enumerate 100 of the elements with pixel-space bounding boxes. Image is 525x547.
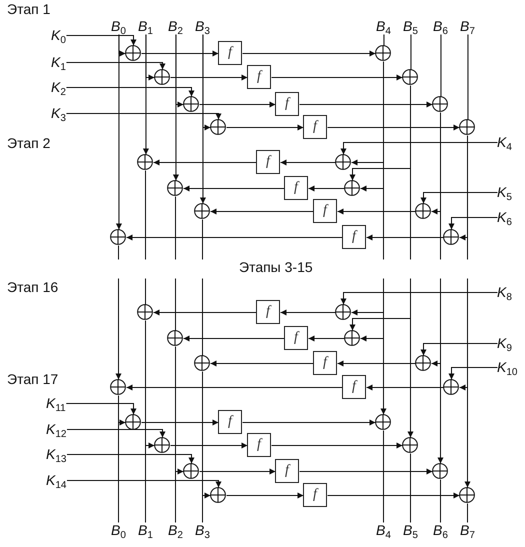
arrow	[280, 160, 336, 166]
connector-line	[440, 112, 441, 260]
key-label: K$_{4}$	[497, 134, 512, 150]
xor-symbol	[183, 463, 199, 479]
xor-symbol	[137, 304, 153, 320]
key-label: K$_{10}$	[497, 359, 518, 375]
block-label: B$_{1}$	[138, 18, 153, 34]
key-label: K$_{14}$	[46, 472, 66, 488]
connector-line	[145, 170, 146, 260]
key-label: K$_{11}$	[46, 395, 66, 411]
connector-line	[175, 278, 176, 331]
connector-line	[383, 430, 384, 523]
arrow	[327, 124, 460, 130]
function-label: f	[228, 415, 232, 429]
xor-symbol	[415, 355, 431, 371]
xor-symbol	[375, 45, 391, 61]
function-label: f	[352, 380, 356, 394]
xor-symbol	[210, 487, 226, 503]
connector-line	[118, 245, 119, 260]
connector-line	[467, 34, 468, 120]
arrow	[464, 278, 470, 488]
function-box	[218, 410, 242, 434]
function-label: f	[323, 356, 327, 370]
arrow	[438, 278, 444, 464]
xor-symbol	[167, 330, 183, 346]
arrow	[66, 454, 194, 464]
connector-line	[175, 196, 176, 260]
block-label: B$_{4}$	[376, 18, 391, 34]
block-label: B$_{4}$	[376, 522, 391, 538]
arrow	[172, 34, 179, 181]
function-label: f	[257, 70, 261, 84]
xor-symbol	[110, 379, 126, 395]
function-label: f	[266, 155, 270, 169]
arrow	[280, 310, 336, 316]
function-label: f	[266, 305, 270, 319]
function-box	[247, 433, 271, 457]
connector-line	[202, 278, 203, 356]
arrow	[141, 420, 219, 426]
arrow	[299, 102, 433, 108]
block-label: B$_{7}$	[460, 522, 475, 538]
xor-symbol	[432, 463, 448, 479]
xor-symbol	[154, 69, 170, 85]
key-label: K$_{13}$	[46, 446, 66, 462]
xor-symbol	[125, 414, 141, 430]
xor-symbol	[402, 69, 418, 85]
xor-symbol	[344, 330, 360, 346]
arrow	[153, 160, 257, 166]
xor-symbol	[110, 229, 126, 245]
block-label: B$_{3}$	[195, 18, 210, 34]
arrow	[380, 278, 386, 415]
arrow	[126, 384, 343, 390]
block-label: B$_{3}$	[195, 522, 210, 538]
key-label: K$_{9}$	[497, 335, 512, 351]
arrow	[66, 62, 166, 70]
connector-line	[467, 135, 468, 260]
arrow	[183, 186, 285, 192]
connector-line	[383, 61, 384, 260]
arrow	[116, 34, 122, 230]
xor-symbol	[154, 437, 170, 453]
arrow	[66, 429, 166, 438]
key-label: K$_{3}$	[51, 105, 66, 121]
block-label: B$_{2}$	[168, 18, 183, 34]
connector-line	[440, 479, 441, 523]
arrow	[420, 192, 498, 204]
arrow	[340, 292, 498, 305]
stage-label: Этап 2	[7, 135, 50, 151]
connector-line	[410, 453, 411, 523]
function-box	[247, 65, 271, 89]
xor-symbol	[210, 119, 226, 135]
key-label: K$_{1}$	[51, 54, 66, 70]
arrow	[337, 208, 416, 214]
arrow	[299, 468, 433, 474]
arrow	[170, 442, 248, 448]
arrow	[183, 336, 285, 342]
arrow	[308, 186, 345, 192]
arrow	[408, 278, 414, 438]
xor-symbol	[344, 180, 360, 196]
function-box	[284, 176, 308, 200]
key-label: K$_{2}$	[51, 79, 66, 95]
function-box	[313, 199, 337, 223]
arrow	[420, 343, 498, 356]
arrow	[327, 492, 460, 498]
arrow	[210, 208, 314, 214]
xor-symbol	[443, 379, 459, 395]
xor-symbol	[335, 304, 351, 320]
xor-symbol	[375, 414, 391, 430]
function-box	[284, 326, 308, 350]
block-label: B$_{5}$	[403, 18, 418, 34]
connector-line	[440, 34, 442, 97]
block-label: B$_{0}$	[111, 18, 126, 34]
function-box	[275, 459, 299, 483]
function-label: f	[323, 204, 327, 218]
xor-symbol	[167, 180, 183, 196]
key-label: K$_{12}$	[46, 421, 66, 437]
block-label: B$_{0}$	[111, 522, 126, 538]
connector-line	[410, 85, 411, 260]
arrow	[226, 492, 304, 498]
function-label: f	[257, 438, 261, 452]
arrow	[66, 403, 136, 415]
arrow	[448, 217, 498, 230]
